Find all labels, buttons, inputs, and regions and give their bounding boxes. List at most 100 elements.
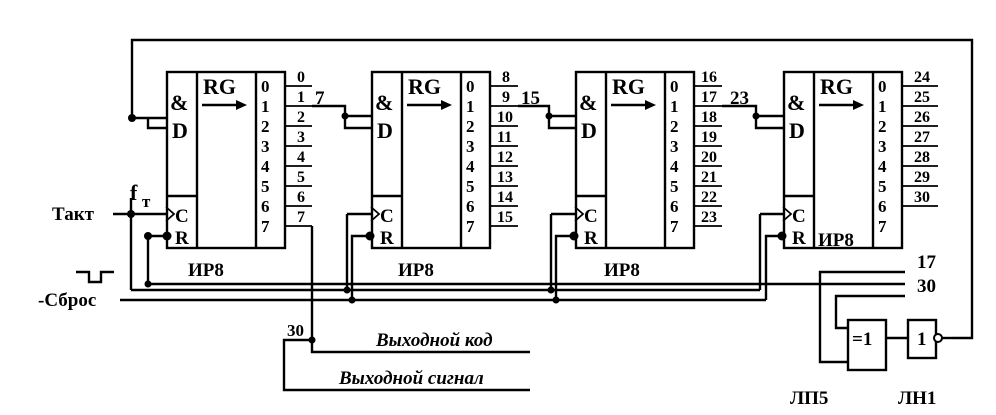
svg-text:5: 5	[878, 177, 887, 196]
svg-text:1: 1	[670, 97, 679, 116]
svg-text:6: 6	[297, 189, 305, 206]
svg-text:1: 1	[878, 97, 887, 116]
svg-text:6: 6	[670, 197, 679, 216]
shift-arrow-icon	[202, 100, 247, 110]
reset-input: -Сброс	[38, 270, 114, 311]
svg-text:4: 4	[670, 157, 679, 176]
and-label: &	[579, 90, 597, 115]
svg-text:2: 2	[878, 117, 887, 136]
svg-text:9: 9	[502, 89, 510, 106]
xor-symbol: =1	[852, 329, 872, 350]
svg-text:20: 20	[701, 149, 717, 166]
svg-text:3: 3	[297, 129, 305, 146]
register-2: & D RG C R 0 1 2 3 4 5 6 7	[370, 69, 518, 281]
clock-edge-icon	[370, 206, 381, 222]
pin-numbers: 0 1 2 3 4 5 6 7	[261, 77, 270, 236]
svg-text:21: 21	[701, 169, 717, 186]
inversion-bubble-icon	[933, 333, 943, 343]
svg-text:7: 7	[878, 217, 887, 236]
svg-text:27: 27	[914, 129, 930, 146]
inverter-gate: 1 ЛН1	[898, 318, 943, 409]
reset-label: -Сброс	[38, 290, 96, 311]
svg-text:5: 5	[670, 177, 679, 196]
svg-text:2: 2	[261, 117, 270, 136]
output-signal-label: Выходной сигнал	[338, 368, 484, 389]
junction-label-7: 7	[315, 88, 325, 109]
svg-text:26: 26	[914, 109, 930, 126]
output-lines	[902, 85, 938, 207]
clock-input: Такт f т	[52, 180, 151, 225]
rg-label: RG	[612, 74, 645, 99]
shift-arrow-icon	[819, 100, 864, 110]
svg-text:3: 3	[466, 137, 475, 156]
svg-text:1: 1	[297, 89, 305, 106]
svg-text:2: 2	[670, 117, 679, 136]
pin-numbers: 0 1 2 3 4 5 6 7	[466, 77, 475, 236]
svg-text:7: 7	[670, 217, 679, 236]
svg-text:18: 18	[701, 109, 717, 126]
svg-text:1: 1	[261, 97, 270, 116]
svg-text:6: 6	[878, 197, 887, 216]
svg-text:0: 0	[670, 77, 679, 96]
r-label: R	[175, 228, 189, 249]
svg-text:4: 4	[297, 149, 305, 166]
svg-text:0: 0	[466, 77, 475, 96]
svg-text:15: 15	[497, 209, 513, 226]
r-label: R	[380, 228, 394, 249]
svg-text:2: 2	[297, 109, 305, 126]
bus-tap-label: 30	[287, 321, 304, 340]
svg-text:14: 14	[497, 189, 513, 206]
svg-text:25: 25	[914, 89, 930, 106]
clock-symbol: f	[130, 180, 138, 205]
output-code-label: Выходной код	[375, 330, 493, 351]
junction-dots	[127, 112, 787, 344]
output-numbers: 0 1 2 3 4 5 6 7	[297, 69, 305, 226]
xor-gate: =1 ЛП5	[790, 318, 888, 409]
output-numbers: 8 9 10 11 12 13 14 15	[497, 69, 513, 226]
d-label: D	[377, 118, 393, 143]
clock-subscript: т	[142, 192, 151, 211]
output-lines	[490, 85, 518, 227]
r-label: R	[792, 228, 806, 249]
chip-name: ИР8	[398, 260, 434, 281]
svg-text:1: 1	[466, 97, 475, 116]
svg-text:0: 0	[261, 77, 270, 96]
c-label: C	[584, 206, 598, 227]
output-lines	[285, 85, 312, 227]
svg-text:10: 10	[497, 109, 513, 126]
clock-edge-icon	[574, 206, 585, 222]
xor-name: ЛП5	[790, 388, 828, 409]
svg-text:16: 16	[701, 69, 717, 86]
shift-arrow-icon	[407, 100, 452, 110]
svg-text:30: 30	[914, 189, 930, 206]
svg-text:8: 8	[502, 69, 510, 86]
svg-text:2: 2	[466, 117, 475, 136]
output-numbers: 16 17 18 19 20 21 22 23	[701, 69, 717, 226]
svg-text:3: 3	[261, 137, 270, 156]
svg-text:12: 12	[497, 149, 513, 166]
rg-label: RG	[408, 74, 441, 99]
clock-edge-icon	[165, 206, 176, 222]
and-label: &	[375, 90, 393, 115]
rg-label: RG	[203, 74, 236, 99]
svg-text:4: 4	[261, 157, 270, 176]
svg-text:29: 29	[914, 169, 930, 186]
and-label: &	[170, 90, 188, 115]
tap-17-label: 17	[917, 252, 937, 273]
svg-text:0: 0	[878, 77, 887, 96]
svg-text:4: 4	[878, 157, 887, 176]
clock-edge-icon	[782, 206, 793, 222]
tap-30-label: 30	[917, 276, 936, 297]
chip-name: ИР8	[188, 260, 224, 281]
pin-numbers: 0 1 2 3 4 5 6 7	[670, 77, 679, 236]
chip-name: ИР8	[818, 230, 854, 251]
svg-text:5: 5	[261, 177, 270, 196]
svg-text:7: 7	[466, 217, 475, 236]
pulse-icon	[76, 270, 114, 284]
register-1: & D RG C R 0 1 2 3 4 5 6 7	[165, 69, 312, 281]
junction-label-15: 15	[521, 88, 540, 109]
clock-label: Такт	[52, 204, 95, 225]
svg-text:28: 28	[914, 149, 930, 166]
svg-text:13: 13	[497, 169, 513, 186]
